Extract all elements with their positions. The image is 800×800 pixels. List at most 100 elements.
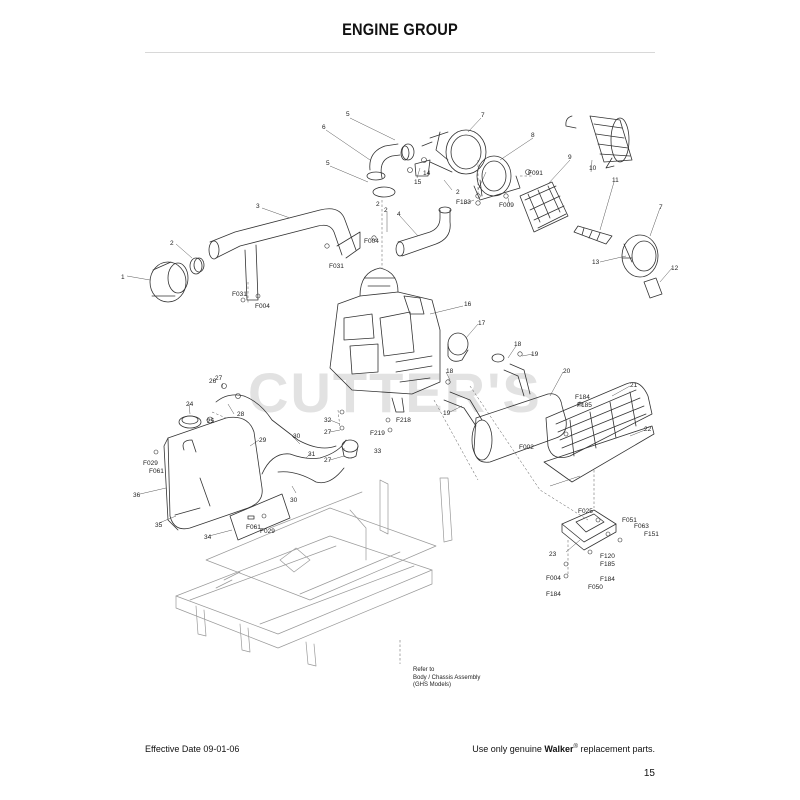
callout-f029: F029	[143, 460, 158, 467]
part-chassis-frame	[175, 477, 453, 667]
callout-f004: F004	[364, 238, 379, 245]
callout-labels: 1 2 3 5 6 5 2 4 F004 F031 F031 F004 7 8 …	[121, 111, 679, 598]
callout-26: 26	[209, 378, 217, 385]
callout-13: 13	[592, 259, 600, 266]
callout-2: 2	[384, 207, 388, 214]
callout-6: 6	[322, 124, 326, 131]
callout-30: 30	[290, 497, 298, 504]
callout-7: 7	[481, 112, 485, 119]
part-fuel-line	[215, 394, 347, 484]
reference-note-line: Body / Chassis Assembly	[413, 674, 481, 681]
part-air-cleaner-cover	[621, 234, 663, 299]
callout-9: 9	[568, 154, 572, 161]
part-muffler	[443, 353, 567, 463]
callout-30: 30	[293, 433, 301, 440]
callout-27: 27	[215, 375, 223, 382]
callout-24: 24	[186, 401, 194, 408]
callout-17: 17	[478, 320, 486, 327]
callout-11: 11	[612, 177, 619, 184]
callout-27: 27	[324, 429, 332, 436]
callout-5: 5	[326, 160, 330, 167]
callout-f219: F219	[370, 430, 385, 437]
callout-f184: F184	[575, 394, 590, 401]
page-title: ENGINE GROUP	[342, 20, 458, 39]
callout-f184: F184	[546, 591, 561, 598]
callout-f004: F004	[546, 575, 561, 582]
callout-15: 15	[414, 179, 422, 186]
callout-f061: F061	[149, 468, 164, 475]
callout-2: 2	[376, 201, 380, 208]
callout-1: 1	[121, 274, 125, 281]
callout-f004: F004	[255, 303, 270, 310]
callout-16: 16	[464, 301, 472, 308]
callout-34: 34	[204, 534, 212, 541]
callout-f029: F029	[260, 528, 275, 535]
callout-f183: F183	[456, 199, 471, 206]
part-tank-bracket	[229, 493, 291, 541]
callout-f031: F031	[232, 291, 247, 298]
part-intake-tube	[208, 208, 361, 301]
callout-f185: F185	[577, 402, 592, 409]
callout-33: 33	[374, 448, 382, 455]
hardware-fasteners	[153, 157, 623, 579]
callout-18: 18	[446, 368, 454, 375]
part-mount-plate	[561, 509, 617, 551]
brand-name: Walker	[544, 744, 574, 754]
callout-12: 12	[671, 265, 679, 272]
registered-mark: ®	[573, 744, 578, 750]
callout-f061: F061	[246, 524, 261, 531]
callout-19: 19	[531, 351, 539, 358]
part-upper-elbow	[366, 143, 415, 198]
part-heat-shield	[545, 382, 653, 459]
part-safety-filter	[573, 225, 613, 245]
callout-7: 7	[659, 204, 663, 211]
callout-36: 36	[133, 492, 141, 499]
part-fuel-filter	[341, 439, 359, 459]
reference-note-line: (GHS Models)	[413, 682, 452, 688]
callout-f051: F051	[622, 517, 637, 524]
callout-f031: F031	[329, 263, 344, 270]
callout-5: 5	[346, 111, 350, 118]
part-filter-element	[519, 181, 569, 233]
callout-8: 8	[531, 132, 535, 139]
reference-note-line: Refer to	[413, 667, 435, 673]
footer-tagline: Use only genuine Walker® replacement par…	[472, 744, 655, 754]
page-number: 15	[643, 768, 655, 779]
callout-f184: F184	[600, 576, 615, 583]
reference-note: Refer to Body / Chassis Assembly (GHS Mo…	[413, 667, 493, 690]
callout-f120: F120	[600, 553, 615, 560]
part-engine	[329, 267, 441, 413]
part-air-duct-adapter	[414, 129, 487, 177]
footer-text-pre: Use only genuine	[472, 744, 545, 754]
callout-2: 2	[170, 240, 174, 247]
callout-19: 19	[443, 410, 451, 417]
callout-32: 32	[324, 417, 332, 424]
callout-10: 10	[589, 165, 597, 172]
callout-20: 20	[563, 368, 571, 375]
callout-29: 29	[259, 437, 267, 444]
title-divider	[145, 52, 655, 53]
callout-f218: F218	[396, 417, 411, 424]
part-air-cleaner-assembly	[565, 115, 633, 169]
callout-f050: F050	[588, 584, 603, 591]
callout-4: 4	[397, 211, 401, 218]
part-air-cleaner-cap	[149, 261, 189, 303]
callout-21: 21	[630, 382, 638, 389]
callout-f151: F151	[644, 531, 659, 538]
part-elbow-hose	[395, 206, 452, 257]
callout-leaders	[126, 117, 673, 553]
callout-f002: F002	[519, 444, 534, 451]
callout-27: 27	[324, 457, 332, 464]
callout-2: 2	[456, 189, 460, 196]
callout-f009: F009	[499, 202, 514, 209]
callout-f091: F091	[528, 170, 543, 177]
callout-25: 25	[207, 418, 215, 425]
callout-22: 22	[644, 426, 652, 433]
callout-18: 18	[514, 341, 522, 348]
part-fuel-tank	[163, 415, 263, 531]
part-shield-plate	[543, 425, 655, 483]
part-mounting-bracket	[473, 155, 521, 201]
callout-35: 35	[155, 522, 163, 529]
assembly-guide-lines	[211, 160, 595, 664]
